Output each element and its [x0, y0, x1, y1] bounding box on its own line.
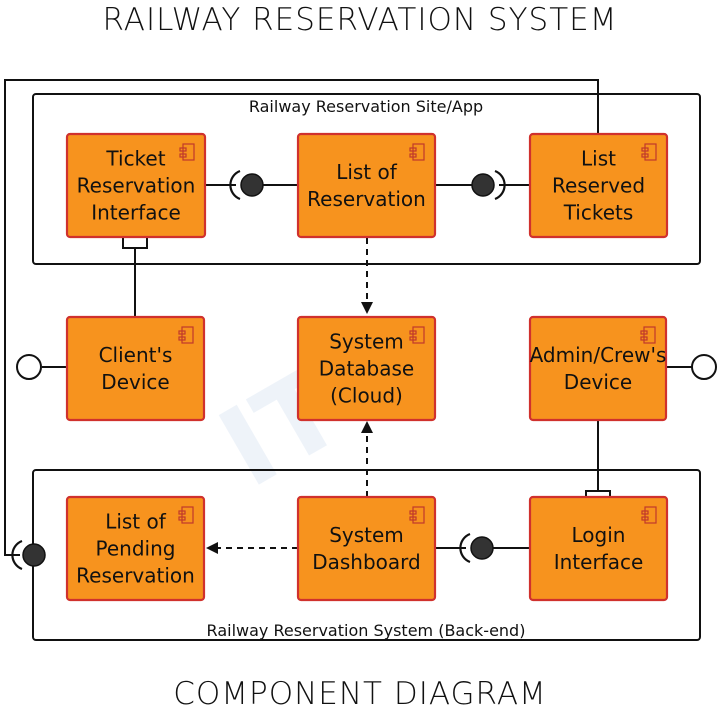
component-box: [296, 315, 437, 422]
diagram-footer: COMPONENT DIAGRAM: [173, 676, 547, 712]
uml-component-icon: [641, 506, 657, 524]
socket-icon: [459, 532, 471, 564]
component-box: [528, 315, 668, 422]
component-label-line: System: [329, 330, 404, 354]
ball-icon: [471, 173, 495, 197]
component-label-line: System: [329, 523, 404, 547]
component-label-line: Reservation: [77, 174, 196, 198]
loop-connector: [4, 79, 599, 556]
component-label-line: (Cloud): [330, 384, 403, 408]
component-label-line: List of: [105, 510, 167, 534]
component-label-line: Tickets: [563, 201, 634, 225]
arrowhead-icon: [361, 302, 373, 314]
component-box: [65, 495, 206, 602]
component-label-line: Interface: [91, 201, 181, 225]
component-label-line: Admin/Crew's: [530, 343, 667, 367]
component-box: [528, 495, 669, 602]
uml-component-icon: [179, 143, 195, 161]
component-label-line: Device: [101, 370, 169, 394]
component-box: [528, 132, 669, 239]
component-label-line: Reserved: [552, 174, 645, 198]
component-label-line: List: [581, 147, 616, 171]
uml-component-icon: [409, 326, 425, 344]
component-label-line: Pending: [96, 537, 176, 561]
component-label-line: Ticket: [105, 147, 165, 171]
frame-backend-label: Railway Reservation System (Back-end): [207, 621, 526, 640]
component-label-line: List of: [336, 160, 398, 184]
component-box: [296, 132, 437, 239]
component-label-line: Reservation: [76, 564, 195, 588]
ball-icon: [22, 543, 46, 567]
lollipop-interface-icon: [691, 354, 717, 380]
uml-component-icon: [409, 143, 425, 161]
socket-icon: [11, 539, 23, 571]
lollipop-interface-icon: [16, 354, 42, 380]
component-label-line: Interface: [554, 550, 644, 574]
arrowhead-icon: [361, 421, 373, 433]
diagram-title: RAILWAY RESERVATION SYSTEM: [102, 2, 618, 38]
component-box: [65, 315, 206, 422]
uml-component-icon: [178, 506, 194, 524]
uml-component-icon: [641, 143, 657, 161]
component-box: [296, 495, 437, 602]
uml-component-icon: [178, 326, 194, 344]
component-label-line: Reservation: [307, 187, 426, 211]
frame-site-label: Railway Reservation Site/App: [249, 97, 483, 116]
component-label-line: Client's: [99, 343, 173, 367]
component-label-line: Database: [319, 357, 414, 381]
component-label-line: Device: [564, 370, 632, 394]
ball-icon: [470, 536, 494, 560]
arrowhead-icon: [206, 542, 218, 554]
component-list-of-reservation: List of Reservation: [296, 132, 437, 239]
socket-icon: [229, 169, 241, 201]
uml-component-icon: [409, 506, 425, 524]
component-label-line: Login: [572, 523, 626, 547]
ball-icon: [240, 173, 264, 197]
uml-component-icon: [640, 326, 656, 344]
component-label-line: Dashboard: [312, 550, 421, 574]
component-box: [65, 132, 207, 239]
